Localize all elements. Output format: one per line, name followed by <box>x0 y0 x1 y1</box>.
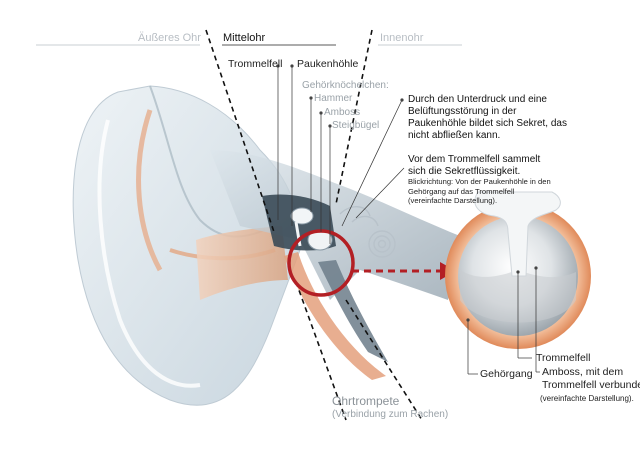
label-eustachian-tube: Ohrtrompete <box>332 394 400 408</box>
ossicles-shape <box>290 207 333 251</box>
label-anvil: Amboss <box>324 107 361 118</box>
cochlea-shape <box>339 206 396 258</box>
annotation-fluid: Vor dem Trommelfell sammelt sich die Sek… <box>408 154 541 177</box>
label-zoom-note: (vereinfachte Darstellung). <box>540 394 634 403</box>
separator-middle-inner <box>335 29 373 205</box>
label-stirrup: Steigbügel <box>332 120 380 131</box>
header-inner-ear: Innenohr <box>380 32 424 44</box>
label-eardrum: Trommelfell <box>228 58 283 70</box>
leader-lines <box>277 66 540 375</box>
leader-dots <box>276 64 538 322</box>
label-ossicles: Gehörknöchelchen: <box>302 80 389 91</box>
annotation-view-note: Blickrichtung: Von der Paukenhöhle in de… <box>408 177 551 205</box>
label-zoom-anvil-2: Trommelfell verbunden <box>542 379 640 391</box>
label-tympanic-cavity: Paukenhöhle <box>297 58 359 70</box>
label-ear-canal: Gehörgang <box>480 368 533 380</box>
ear-canal-shape <box>196 226 288 300</box>
header-middle-ear: Mittelohr <box>223 32 266 44</box>
annotation-secretion: Durch den Unterdruck und eine Belüftungs… <box>408 94 567 141</box>
label-eustachian-tube-note: (Verbindung zum Rachen) <box>332 409 449 420</box>
header-outer-ear: Äußeres Ohr <box>138 32 201 44</box>
temporal-bone-shape <box>210 150 460 300</box>
label-zoom-eardrum: Trommelfell <box>536 352 591 364</box>
label-hammer: Hammer <box>314 93 353 104</box>
anvil-shape <box>474 191 561 277</box>
label-zoom-anvil-1: Amboss, mit dem <box>542 366 624 378</box>
